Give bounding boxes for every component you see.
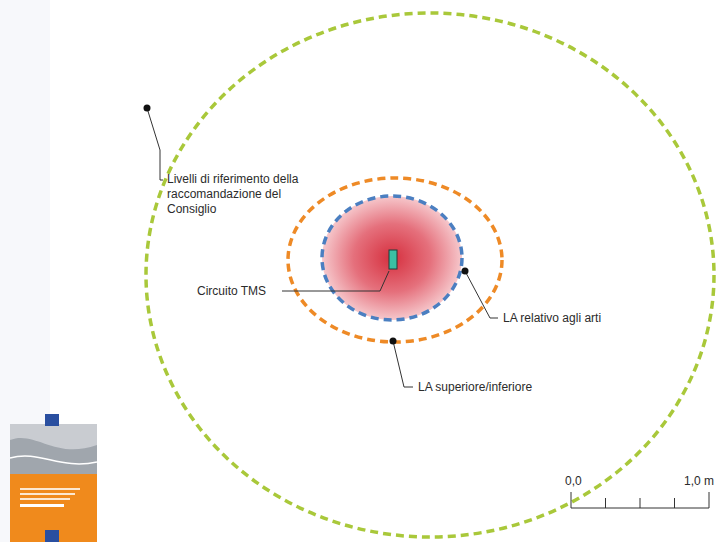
scale-start-label: 0,0 <box>565 474 582 489</box>
scale-end-label-text: 1,0 m <box>684 474 714 488</box>
leader-line <box>282 271 389 291</box>
limb-al-label: LA relativo agli arti <box>503 311 601 326</box>
coil-label: Circuito TMS <box>197 284 266 299</box>
upper-lower-al-ellipse <box>288 178 502 342</box>
leader-line <box>393 341 413 387</box>
reference-level-label: Livelli di riferimento della raccomandaz… <box>167 172 317 217</box>
leader-line <box>147 108 163 180</box>
leader-line <box>465 271 498 318</box>
guide-cover <box>10 414 97 542</box>
upper-lower-al-label: LA superiore/inferiore <box>418 380 532 395</box>
limb-al-label-text: LA relativo agli arti <box>503 311 601 325</box>
scale-end-label: 1,0 m <box>684 474 714 489</box>
coil-label-text: Circuito TMS <box>197 284 266 298</box>
council-reference-ellipse <box>146 13 714 537</box>
leader-dot <box>144 105 151 112</box>
leader-dot <box>390 338 397 345</box>
tms-coil <box>389 250 397 269</box>
upper-lower-al-label-text: LA superiore/inferiore <box>418 380 532 394</box>
limb-al-ellipse <box>322 196 462 320</box>
scale-bar <box>571 492 709 508</box>
scale-start-label-text: 0,0 <box>565 474 582 488</box>
reference-level-label-text: Livelli di riferimento della raccomandaz… <box>167 172 298 216</box>
leader-dot <box>462 268 469 275</box>
